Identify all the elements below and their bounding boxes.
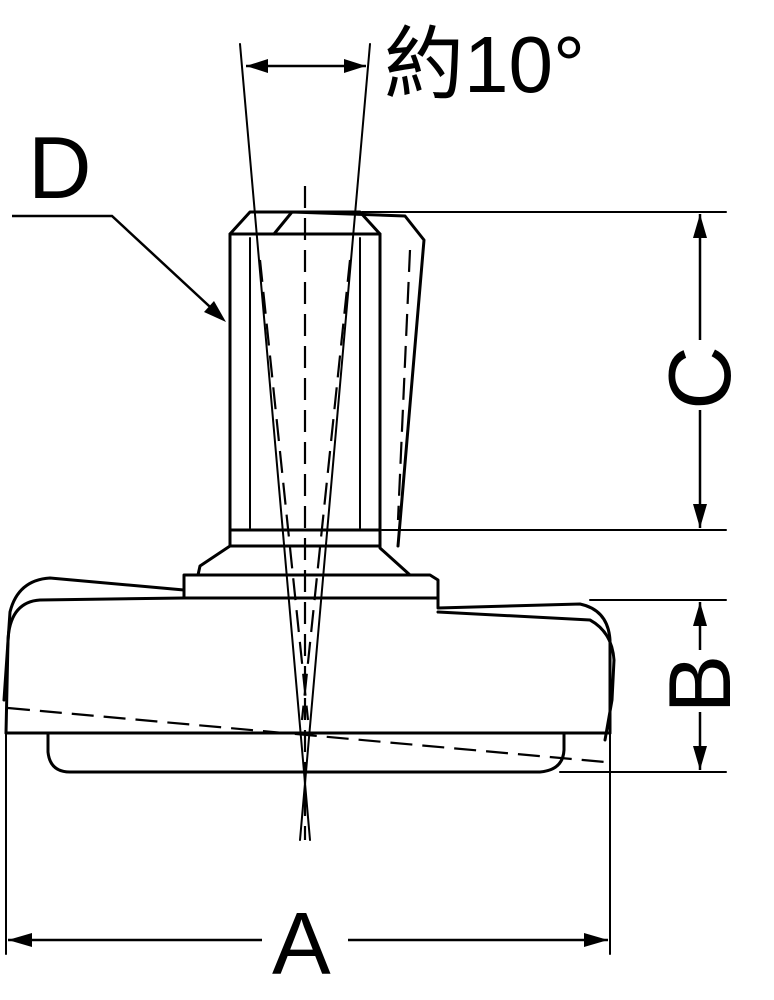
label-c: C	[650, 346, 749, 410]
angle-label: 約10°	[384, 20, 585, 109]
center-lines	[239, 43, 371, 841]
leader-d	[12, 214, 226, 322]
label-b: B	[650, 655, 749, 714]
tilted-stud	[272, 210, 426, 548]
dimension-b	[559, 599, 727, 773]
dimension-a	[5, 732, 611, 955]
angle-dimension	[246, 59, 366, 73]
dimension-c	[361, 211, 727, 531]
label-a: A	[272, 894, 331, 993]
tilted-base	[2, 576, 616, 764]
label-d: D	[28, 118, 92, 217]
